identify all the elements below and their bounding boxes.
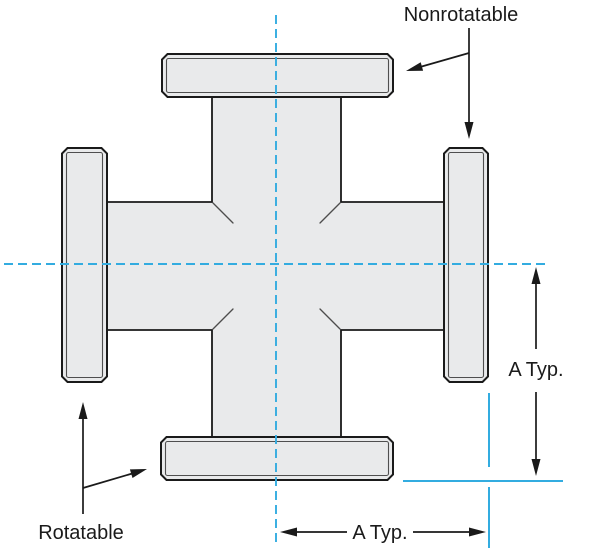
right-flange-bevel [447, 151, 485, 379]
rotatable-label: Rotatable [38, 522, 124, 544]
dim-horizontal-label: A Typ. [352, 522, 407, 544]
fillet-mark-bottom-left [212, 308, 234, 330]
top-flange-bevel [165, 57, 390, 94]
fillet-mark-bottom-right [319, 308, 341, 330]
top-flange [161, 53, 394, 98]
rotatable-leader-branch [82, 472, 135, 489]
top-flange-outline [161, 53, 394, 98]
dimension-vertical: A Typ. [508, 267, 564, 476]
rotatable-arrow-to-left-flange [78, 402, 88, 419]
fillet-mark-top-left [212, 202, 234, 224]
bottom-flange-bevel [164, 440, 390, 477]
rotatable-callout: Rotatable [38, 402, 147, 544]
nonrotatable-leader-branch [419, 52, 470, 68]
left-flange-outline [61, 147, 108, 383]
bottom-flange-outline [160, 436, 394, 481]
dim-vertical-label: A Typ. [508, 359, 563, 381]
bottom-flange [160, 436, 394, 481]
extension-lines [403, 393, 563, 548]
left-flange-bevel [65, 151, 104, 379]
dimension-horizontal: A Typ. [280, 522, 486, 544]
dim-vertical-arrow-down [531, 459, 541, 476]
dim-horizontal-arrow-right [469, 527, 486, 537]
nonrotatable-label: Nonrotatable [404, 4, 519, 26]
dim-vertical-arrow-up [531, 267, 541, 284]
nonrotatable-arrow-to-right-flange [464, 122, 474, 139]
left-flange [61, 147, 108, 383]
nonrotatable-callout: Nonrotatable [404, 4, 519, 139]
nonrotatable-arrow-to-top-flange [406, 62, 424, 71]
dim-horizontal-arrow-left [280, 527, 297, 537]
right-flange-outline [443, 147, 489, 383]
rotatable-arrow-to-bottom-flange [129, 469, 147, 478]
fillet-mark-top-right [319, 202, 341, 224]
right-flange [443, 147, 489, 383]
